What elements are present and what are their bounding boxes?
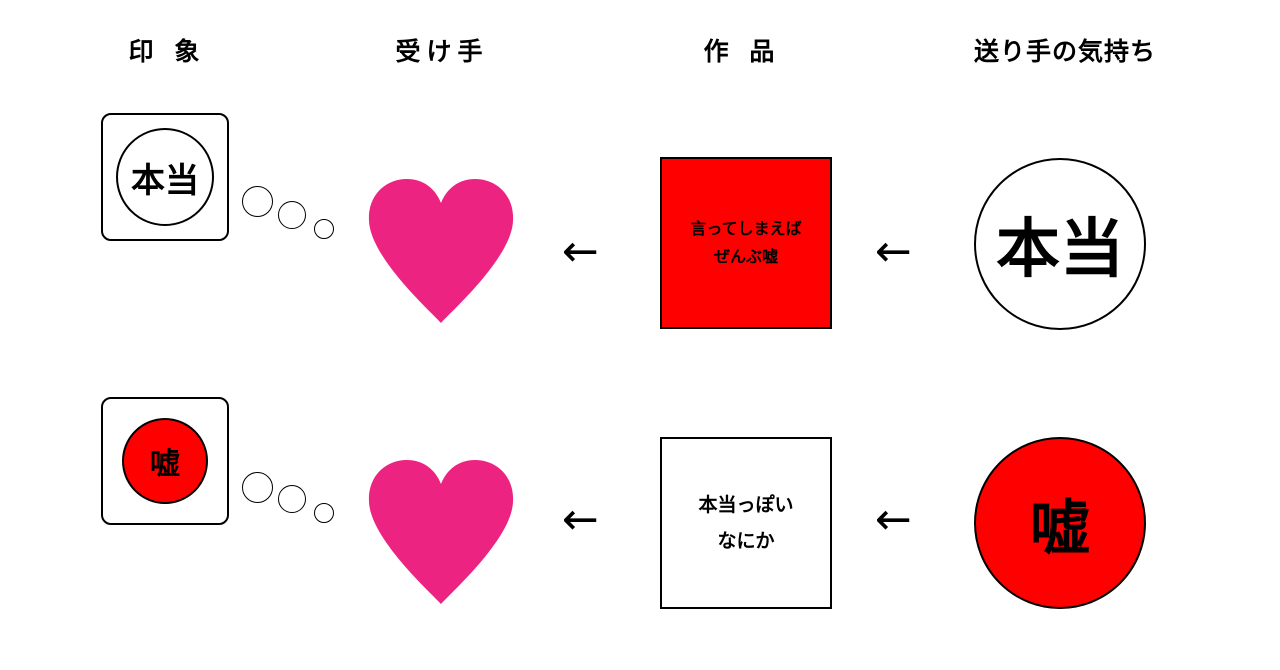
work-box: 言ってしまえば ぜんぶ嘘 bbox=[660, 157, 832, 329]
sender-feeling-label: 嘘 bbox=[1030, 493, 1090, 564]
thought-bubble-medium bbox=[278, 201, 306, 229]
arrow-work-to-receiver: ← bbox=[562, 226, 599, 277]
thought-bubble-small bbox=[314, 503, 334, 523]
header-work: 作 品 bbox=[703, 37, 781, 66]
arrow-work-to-receiver: ← bbox=[562, 494, 599, 545]
impression-label: 本当 bbox=[131, 160, 199, 201]
thought-bubble-large bbox=[242, 472, 273, 503]
impression-box: 本当 bbox=[101, 113, 229, 241]
thought-bubble-large bbox=[242, 186, 273, 217]
thought-bubble-small bbox=[314, 219, 334, 239]
thought-bubble-medium bbox=[278, 485, 306, 513]
work-text: 言ってしまえば ぜんぶ嘘 bbox=[690, 219, 802, 266]
heart-icon bbox=[368, 179, 514, 323]
header-sender-feeling: 送り手の気持ち bbox=[973, 37, 1156, 66]
header-receiver: 受け手 bbox=[395, 37, 489, 66]
sender-feeling-circle: 本当 bbox=[974, 158, 1146, 330]
work-box: 本当っぽい なにか bbox=[660, 437, 832, 609]
impression-label: 嘘 bbox=[150, 447, 180, 482]
header-impression: 印 象 bbox=[128, 37, 206, 66]
sender-feeling-label: 本当 bbox=[996, 213, 1124, 287]
impression-box: 嘘 bbox=[101, 397, 229, 525]
heart-icon bbox=[368, 460, 514, 604]
work-text: 本当っぽい なにか bbox=[698, 494, 794, 552]
impression-circle: 嘘 bbox=[122, 418, 208, 504]
arrow-feeling-to-work: ← bbox=[875, 494, 912, 545]
sender-feeling-circle: 嘘 bbox=[974, 437, 1146, 609]
impression-circle: 本当 bbox=[116, 128, 214, 226]
arrow-feeling-to-work: ← bbox=[875, 226, 912, 277]
